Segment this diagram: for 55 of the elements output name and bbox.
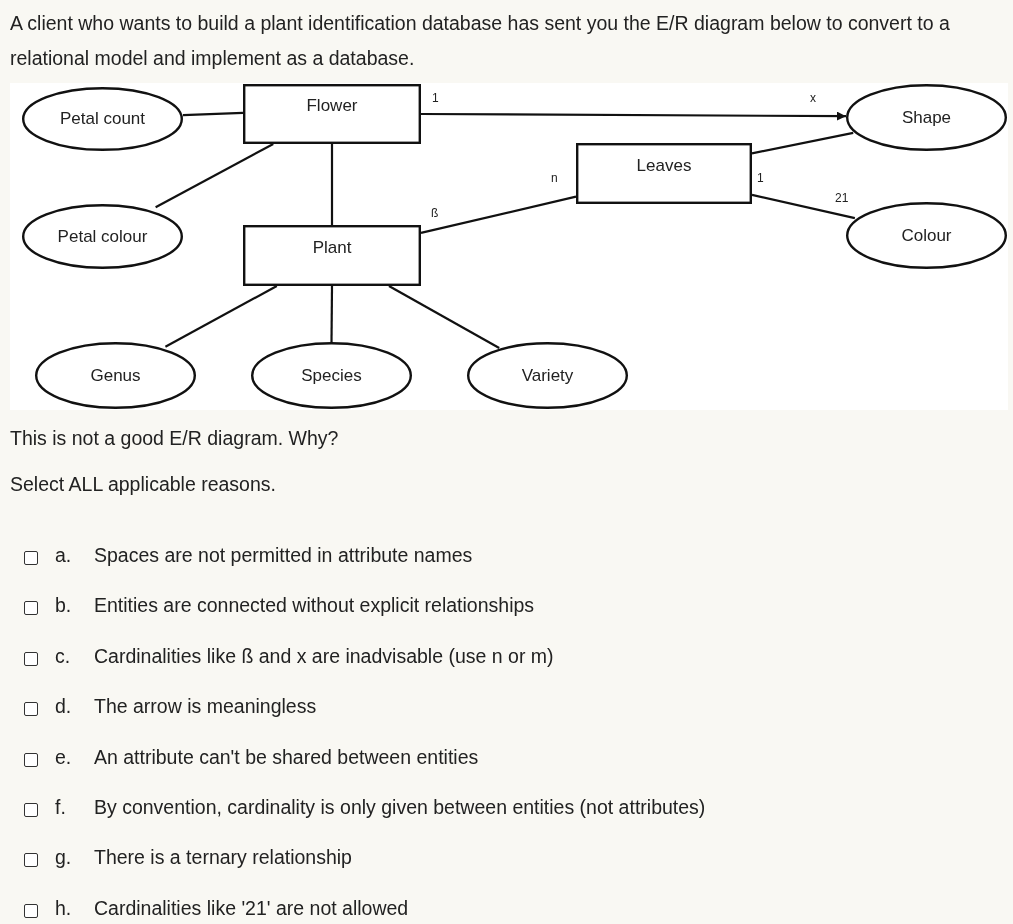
cardinality-label: ß: [431, 206, 439, 220]
node-label: Colour: [901, 225, 952, 246]
node-label: Genus: [90, 365, 141, 386]
option-text: There is a ternary relationship: [94, 846, 352, 870]
node-label: Shape: [901, 107, 952, 128]
cardinality-label: 1: [757, 171, 764, 185]
option-letter: g.: [55, 846, 72, 870]
entity-box: [243, 225, 421, 286]
attribute-ellipse: [467, 342, 628, 409]
entity-box: [243, 84, 421, 144]
option-text: An attribute can't be shared between entities: [94, 745, 479, 769]
option-text: The arrow is meaningless: [94, 695, 317, 719]
node-label: Plant: [312, 237, 352, 258]
cardinality-label: 21: [835, 191, 849, 205]
node-label: Petal colour: [57, 226, 148, 247]
node-label: Flower: [306, 96, 358, 116]
connector-line: [420, 195, 577, 234]
option-letter: e.: [55, 745, 72, 769]
option-text: Entities are connected without explicit relationships: [94, 594, 535, 618]
option-letter: h.: [55, 896, 72, 920]
node-label: Leaves: [636, 155, 692, 176]
node-label: Species: [301, 365, 362, 386]
attribute-ellipse: [251, 342, 412, 409]
attribute-ellipse: [22, 204, 183, 269]
option-letter: c.: [55, 644, 71, 668]
connector-line: [164, 285, 278, 348]
connector-line: [751, 193, 856, 220]
connector-line: [330, 144, 334, 225]
option-letter: d.: [55, 695, 72, 719]
option-text: Cardinalities like '21' are not allowed: [94, 896, 409, 920]
instruction-text: This is not a good E/R diagram. Why?: [10, 427, 339, 450]
option-text: Cardinalities like ß and x are inadvisable (use n or m): [94, 644, 554, 668]
node-label: Petal count: [59, 109, 146, 129]
option-letter: a.: [55, 544, 72, 567]
connector-line: [155, 143, 274, 209]
entity-box: [576, 143, 752, 204]
cardinality-label: 1: [432, 91, 439, 105]
option-letter: f.: [55, 796, 66, 819]
connector-line: [330, 286, 334, 342]
option-text: By convention, cardinality is only given between entities (not attributes): [94, 796, 706, 819]
connector-line: [388, 285, 500, 349]
attribute-ellipse: [35, 342, 196, 409]
node-label: Variety: [521, 365, 574, 386]
cardinality-label: x: [810, 91, 816, 105]
cardinality-label: n: [551, 171, 558, 185]
option-text: Spaces are not permitted in attribute names: [94, 544, 473, 567]
attribute-ellipse: [846, 84, 1007, 151]
attribute-ellipse: [22, 87, 183, 151]
attribute-ellipse: [846, 202, 1007, 269]
arrow: [421, 111, 846, 121]
option-letter: b.: [55, 594, 72, 618]
connector-line: [751, 131, 854, 155]
question-text: A client who wants to build a plant identification database has sent you the E/R diagram below to convert to a relational model and implement as a database.: [10, 11, 951, 71]
instruction-text: Select ALL applicable reasons.: [10, 473, 276, 496]
connector-line: [182, 111, 244, 117]
